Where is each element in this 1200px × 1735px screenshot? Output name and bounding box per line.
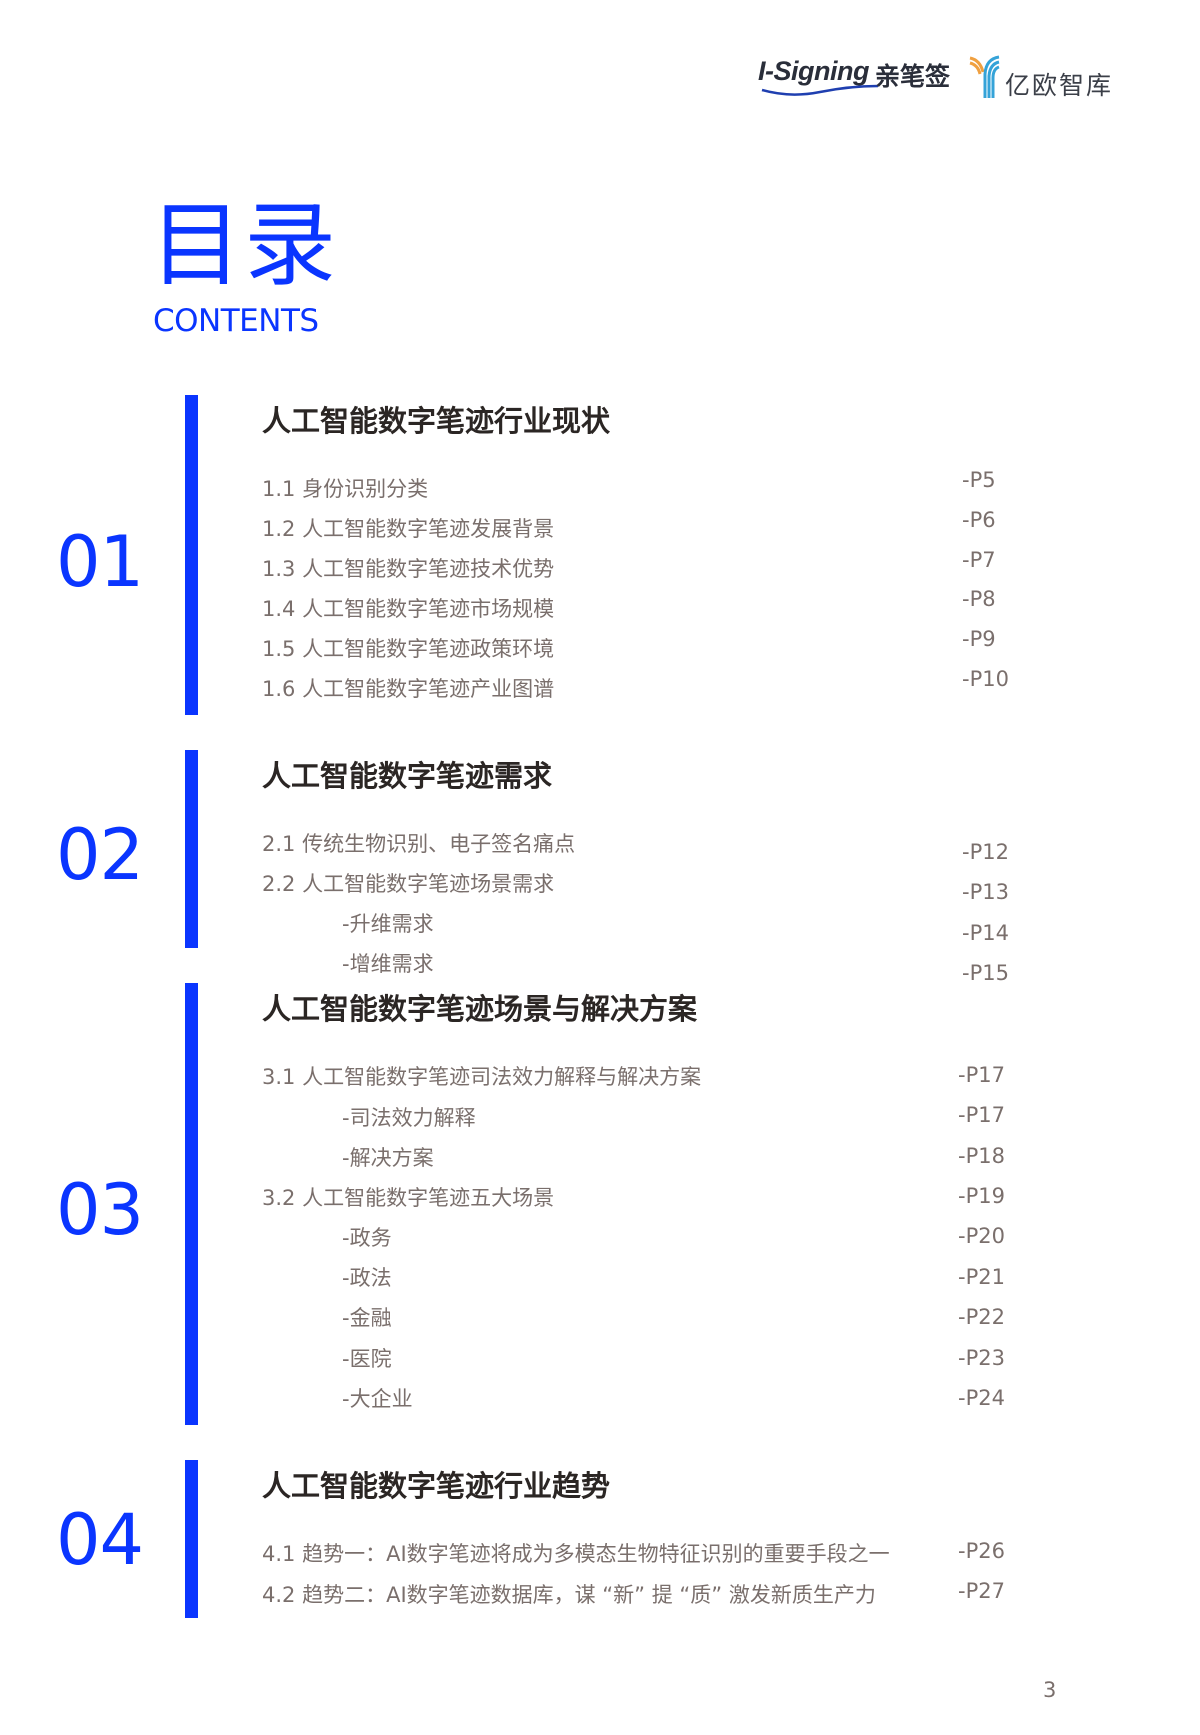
toc-entry[interactable]: 2.2 人工智能数字笔迹场景需求 xyxy=(262,872,555,896)
section-divider-bar xyxy=(185,1460,198,1618)
toc-page-ref[interactable]: -P8 xyxy=(962,587,996,611)
toc-entry[interactable]: 3.1 人工智能数字笔迹司法效力解释与解决方案 xyxy=(262,1065,702,1089)
swoosh-icon xyxy=(761,84,879,96)
toc-page-ref[interactable]: -P12 xyxy=(962,840,1009,864)
toc-page-ref[interactable]: -P9 xyxy=(962,627,996,651)
toc-page-ref[interactable]: -P17 xyxy=(958,1063,1005,1087)
toc-page-ref[interactable]: -P18 xyxy=(958,1144,1005,1168)
page-number: 3 xyxy=(1043,1678,1057,1702)
toc-entry[interactable]: 1.6 人工智能数字笔迹产业图谱 xyxy=(262,677,555,701)
toc-page-ref[interactable]: -P20 xyxy=(958,1224,1005,1248)
section-number: 02 xyxy=(56,814,144,896)
page-subtitle: CONTENTS xyxy=(153,303,319,339)
toc-entry[interactable]: 4.1 趋势一：AI数字笔迹将成为多模态生物特征识别的重要手段之一 xyxy=(262,1542,890,1566)
toc-page-ref[interactable]: -P27 xyxy=(958,1579,1005,1603)
section-number: 04 xyxy=(56,1499,144,1581)
toc-page-ref[interactable]: -P23 xyxy=(958,1346,1005,1370)
section-number: 03 xyxy=(56,1169,144,1251)
page-title: 目录 xyxy=(150,192,339,299)
toc-entry[interactable]: 4.2 趋势二：AI数字笔迹数据库，谋 “新” 提 “质” 激发新质生产力 xyxy=(262,1583,876,1607)
section-heading[interactable]: 人工智能数字笔迹需求 xyxy=(262,759,553,793)
section-divider-bar xyxy=(185,983,198,1425)
yiou-logo-cn: 亿欧智库 xyxy=(1005,71,1114,100)
toc-subentry[interactable]: -升维需求 xyxy=(342,912,434,936)
isigning-logo: I-Signing 亲笔签 xyxy=(758,54,958,104)
section-divider-bar xyxy=(185,750,198,948)
toc-page-ref[interactable]: -P22 xyxy=(958,1305,1005,1329)
toc-page-ref[interactable]: -P7 xyxy=(962,548,996,572)
toc-subentry[interactable]: -医院 xyxy=(342,1347,392,1371)
toc-page-ref[interactable]: -P17 xyxy=(958,1103,1005,1127)
toc-entry[interactable]: 1.3 人工智能数字笔迹技术优势 xyxy=(262,557,555,581)
isigning-logo-cn: 亲笔签 xyxy=(875,62,951,91)
toc-page-ref[interactable]: -P15 xyxy=(962,961,1009,985)
section-heading[interactable]: 人工智能数字笔迹行业趋势 xyxy=(262,1469,611,1503)
toc-page-ref[interactable]: -P19 xyxy=(958,1184,1005,1208)
isigning-logo-text: I-Signing xyxy=(758,56,869,86)
toc-entry[interactable]: 1.4 人工智能数字笔迹市场规模 xyxy=(262,597,555,621)
toc-page-ref[interactable]: -P21 xyxy=(958,1265,1005,1289)
toc-subentry[interactable]: -大企业 xyxy=(342,1387,413,1411)
toc-subentry[interactable]: -政务 xyxy=(342,1226,392,1250)
section-heading[interactable]: 人工智能数字笔迹场景与解决方案 xyxy=(262,992,698,1026)
toc-entry[interactable]: 2.1 传统生物识别、电子签名痛点 xyxy=(262,832,576,856)
toc-page-ref[interactable]: -P10 xyxy=(962,667,1009,691)
section-number: 01 xyxy=(56,521,144,603)
toc-page-ref[interactable]: -P14 xyxy=(962,921,1009,945)
toc-subentry[interactable]: -增维需求 xyxy=(342,952,434,976)
section-heading[interactable]: 人工智能数字笔迹行业现状 xyxy=(262,404,611,438)
toc-subentry[interactable]: -司法效力解释 xyxy=(342,1106,476,1130)
toc-subentry[interactable]: -解决方案 xyxy=(342,1146,434,1170)
yiou-y-icon xyxy=(969,55,1000,98)
toc-subentry[interactable]: -金融 xyxy=(342,1306,392,1330)
toc-page-ref[interactable]: -P26 xyxy=(958,1539,1005,1563)
toc-page-ref[interactable]: -P24 xyxy=(958,1386,1005,1410)
yiou-logo: 亿欧智库 xyxy=(968,54,1128,104)
toc-page-ref[interactable]: -P5 xyxy=(962,468,996,492)
toc-page-ref[interactable]: -P6 xyxy=(962,508,996,532)
toc-entry[interactable]: 1.5 人工智能数字笔迹政策环境 xyxy=(262,637,555,661)
toc-subentry[interactable]: -政法 xyxy=(342,1266,392,1290)
toc-page-ref[interactable]: -P13 xyxy=(962,880,1009,904)
toc-entry[interactable]: 1.2 人工智能数字笔迹发展背景 xyxy=(262,517,555,541)
section-divider-bar xyxy=(185,395,198,715)
toc-entry[interactable]: 3.2 人工智能数字笔迹五大场景 xyxy=(262,1186,555,1210)
toc-entry[interactable]: 1.1 身份识别分类 xyxy=(262,477,429,501)
